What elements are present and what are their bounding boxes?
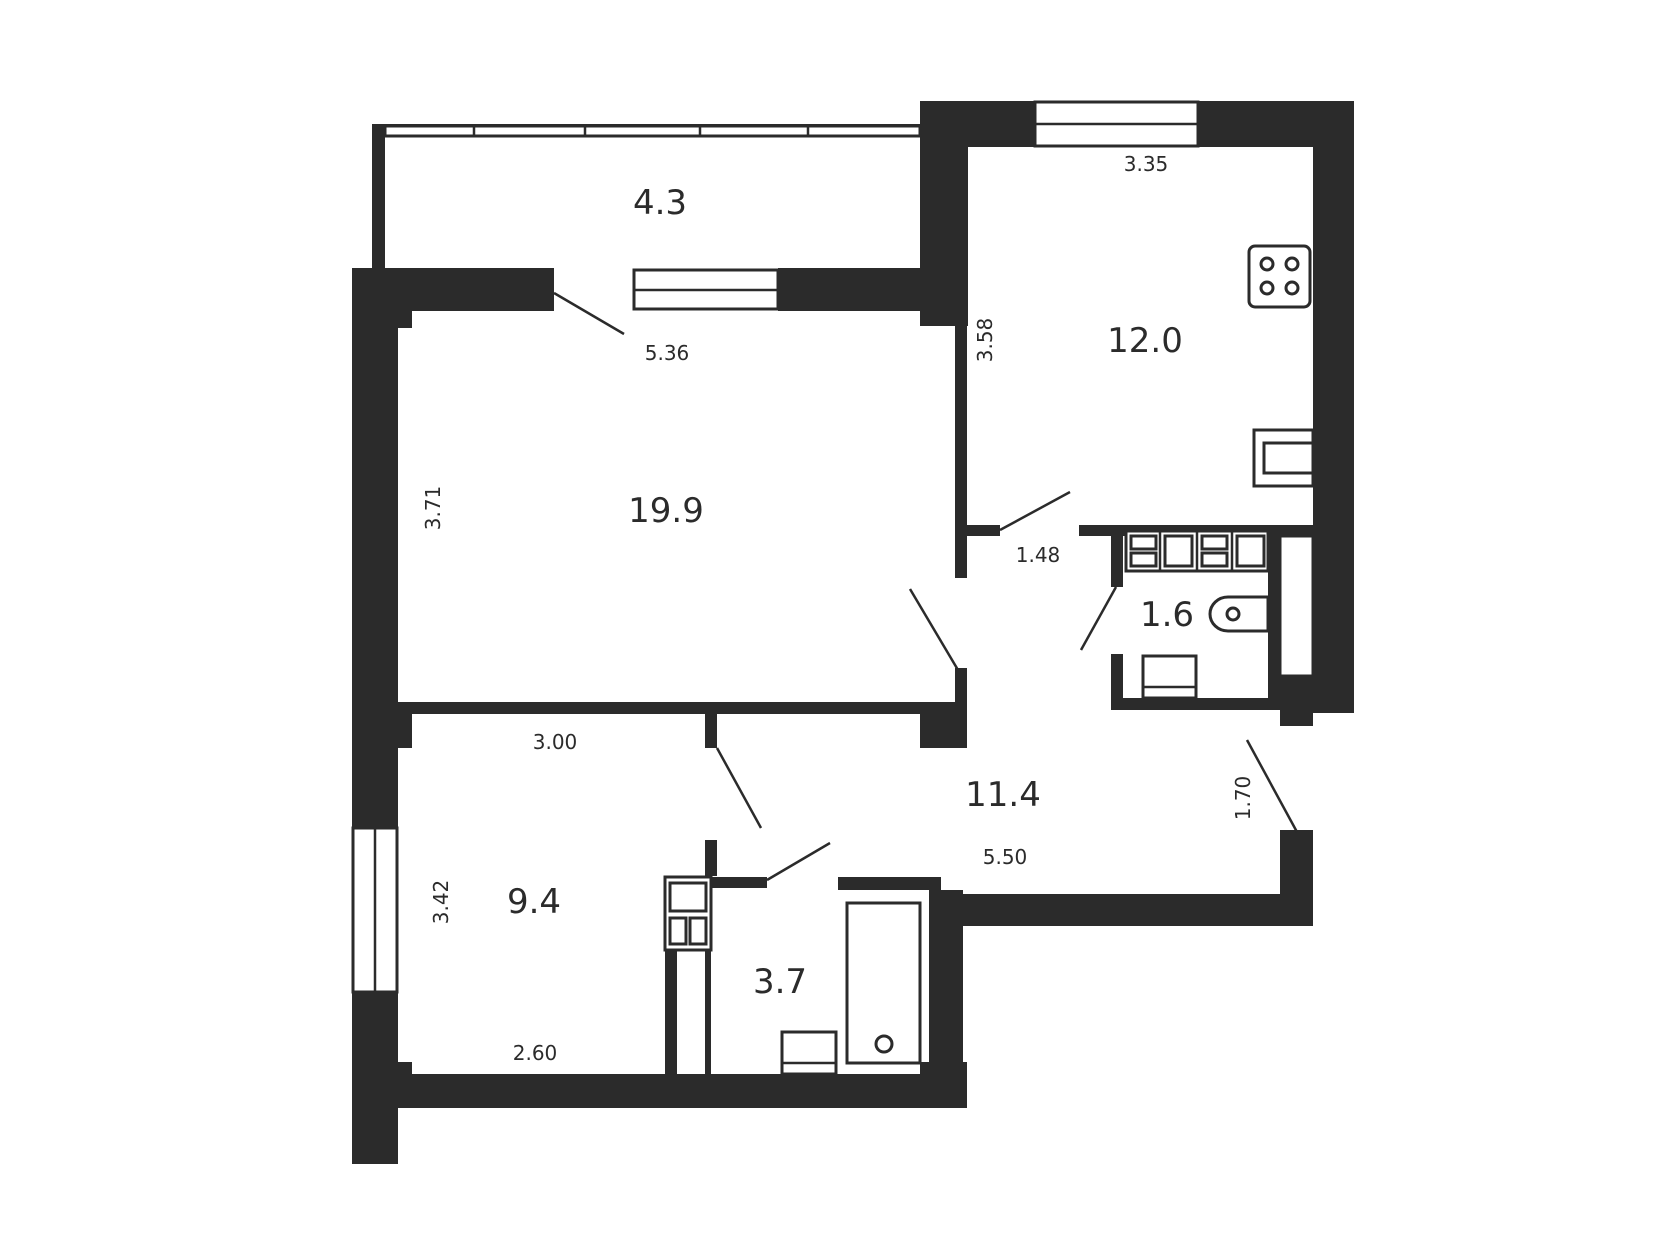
bath-top-wall-right — [838, 877, 941, 890]
toilet-right-wall — [1268, 525, 1280, 710]
stove-burner — [1259, 256, 1275, 272]
toilet-sink-icon — [1141, 654, 1198, 700]
bedroom-bath-partition — [665, 950, 677, 1078]
dimension-label: 1.48 — [1016, 543, 1061, 567]
bathtub-drain — [874, 1034, 894, 1054]
outer-left-wall — [352, 268, 398, 828]
stove-burner — [1259, 280, 1275, 296]
living-bottom-corner — [920, 702, 967, 748]
kitchen-door — [999, 490, 1071, 532]
living-door — [908, 588, 960, 671]
windows — [351, 100, 1200, 994]
utility-box — [1129, 534, 1158, 551]
bathroom-door — [766, 841, 831, 882]
utility-box — [1200, 551, 1229, 568]
stove-icon — [1247, 244, 1312, 309]
room-areas: 4.3 12.0 19.9 1.6 11.4 9.4 3.7 — [507, 183, 1194, 1002]
living-kitchen-partition — [955, 310, 967, 578]
kitchen-right-wall — [1313, 101, 1354, 713]
boiler-box — [688, 916, 708, 946]
bath-top-wall-stub — [705, 877, 767, 888]
bedroom-door — [715, 747, 763, 829]
utility-box — [1235, 534, 1266, 568]
toilet-area: 1.6 — [1140, 595, 1194, 635]
bedroom-area: 9.4 — [507, 882, 561, 922]
dimension-label: 5.36 — [645, 341, 690, 365]
dimension-label: 3.58 — [973, 318, 997, 363]
utility-box — [1200, 534, 1229, 551]
dimension-label: 3.00 — [533, 730, 578, 754]
living-area: 19.9 — [628, 491, 704, 531]
dimension-label: 3.42 — [429, 880, 453, 925]
toilet-bowl — [1225, 606, 1241, 622]
dimension-label: 5.50 — [983, 845, 1028, 869]
dimensions: 3.35 3.58 5.36 3.71 1.48 3.00 3.42 2.60 … — [421, 152, 1255, 1065]
bottom-outer-wall — [352, 1074, 967, 1108]
toilet-bottom-wall — [1111, 698, 1354, 710]
bedroom-bath-partition-2 — [705, 950, 711, 1078]
bedroom-door-jamb — [705, 714, 717, 748]
dimension-label: 1.70 — [1231, 776, 1255, 821]
shaft — [1278, 534, 1315, 678]
toilet-door — [1079, 586, 1118, 651]
dimension-label: 2.60 — [513, 1041, 558, 1065]
dimension-label: 3.35 — [1124, 152, 1169, 176]
loggia-area: 4.3 — [633, 183, 687, 223]
loggia-door — [553, 291, 625, 336]
dimension-label: 3.71 — [421, 486, 445, 531]
stove-burner — [1284, 256, 1300, 272]
loggia-living-wall-left — [352, 268, 554, 311]
walls — [352, 101, 1354, 1164]
loggia-window — [383, 124, 922, 138]
living-bottom-wall — [398, 702, 967, 714]
bath-top-wall-left — [705, 840, 717, 876]
stove-burner — [1284, 280, 1300, 296]
bedroom-top-corner — [398, 702, 412, 748]
kitchen-left-wall — [920, 101, 968, 326]
utility-box — [1163, 534, 1194, 568]
toilet-left-wall-top — [1111, 525, 1123, 587]
doors — [553, 291, 1299, 882]
boiler-box — [668, 881, 708, 913]
entrance-door — [1245, 739, 1299, 833]
utility-box — [1129, 551, 1158, 568]
toilet-left-wall-bottom — [1111, 654, 1123, 710]
hall-right-wall — [1280, 830, 1313, 926]
kitchen-bottom-wall-left — [966, 525, 1000, 536]
fixtures — [663, 244, 1315, 1076]
loggia-left-wall — [372, 124, 385, 270]
bathroom-sink-icon — [780, 1030, 838, 1076]
hallway-area: 11.4 — [965, 775, 1041, 815]
hall-bottom-wall — [929, 894, 1313, 926]
bathroom-area: 3.7 — [753, 962, 807, 1002]
kitchen-sink-basin — [1262, 441, 1315, 475]
bedroom-bottom-corner — [398, 1062, 412, 1082]
shaft-bottom — [1280, 676, 1313, 726]
kitchen-area: 12.0 — [1107, 321, 1183, 361]
boiler-box — [668, 916, 688, 946]
